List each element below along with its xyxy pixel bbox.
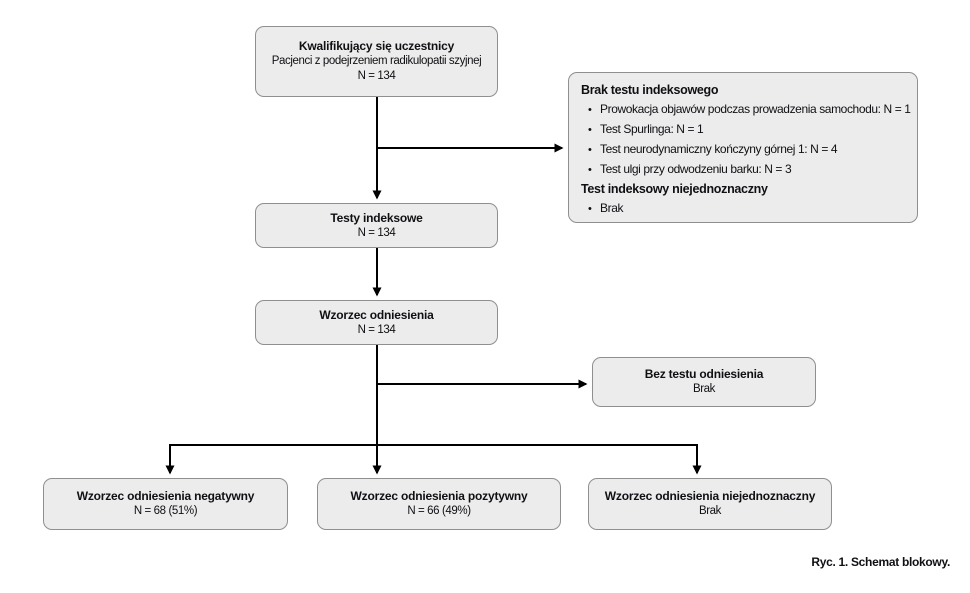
node-count: N = 134 <box>357 70 396 82</box>
node-reference-standard: Wzorzec odniesienia N = 134 <box>255 300 498 345</box>
node-count: N = 68 (51%) <box>133 505 198 517</box>
bullet-icon: • <box>588 104 592 116</box>
node-title: Wzorzec odniesienia negatywny <box>76 489 255 503</box>
node-title: Wzorzec odniesienia niejednoznaczny <box>604 489 816 503</box>
node-index-tests: Testy indeksowe N = 134 <box>255 203 498 248</box>
node-count: N = 134 <box>357 323 396 336</box>
node-title: Wzorzec odniesienia pozytywny <box>350 489 528 503</box>
exclusion-heading: Brak testu indeksowego <box>581 83 719 97</box>
node-no-reference-test: Bez testu odniesienia Brak <box>592 357 816 407</box>
exclusion-item-text: Test ulgi przy odwodzeniu barku: N = 3 <box>600 162 792 176</box>
node-reference-positive: Wzorzec odniesienia pozytywny N = 66 (49… <box>317 478 561 530</box>
node-reference-inconclusive: Wzorzec odniesienia niejednoznaczny Brak <box>588 478 832 530</box>
exclusion-item-text: Test Spurlinga: N = 1 <box>600 122 704 136</box>
bullet-icon: • <box>588 203 592 215</box>
node-eligible-participants: Kwalifikujący się uczestnicy Pacjenci z … <box>255 26 498 97</box>
node-subtitle: Pacjenci z podejrzeniem radikulopatii sz… <box>271 55 482 67</box>
node-count: N = 134 <box>357 226 396 239</box>
node-count: Brak <box>692 383 716 395</box>
exclusion-item-text: Prowokacja objawów podczas prowadzenia s… <box>600 102 911 116</box>
bullet-icon: • <box>588 144 592 156</box>
exclusion-item-text: Test neurodynamiczny kończyny górnej 1: … <box>600 142 838 156</box>
node-title: Testy indeksowe <box>330 210 423 225</box>
exclusion-item-text: Brak <box>600 201 624 215</box>
bullet-icon: • <box>588 124 592 136</box>
bullet-icon: • <box>588 164 592 176</box>
exclusion-item: • Brak <box>581 199 623 219</box>
exclusion-heading: Test indeksowy niejednoznaczny <box>581 182 768 196</box>
node-title: Kwalifikujący się uczestnicy <box>298 39 455 53</box>
exclusion-item: • Prowokacja objawów podczas prowadzenia… <box>581 100 911 120</box>
node-reference-negative: Wzorzec odniesienia negatywny N = 68 (51… <box>43 478 288 530</box>
node-title: Wzorzec odniesienia <box>319 307 434 322</box>
node-exclusions: Brak testu indeksowego • Prowokacja obja… <box>568 72 918 223</box>
exclusion-item: • Test ulgi przy odwodzeniu barku: N = 3 <box>581 160 792 180</box>
node-count: Brak <box>698 505 722 517</box>
figure-caption: Ryc. 1. Schemat blokowy. <box>811 555 950 569</box>
node-count: N = 66 (49%) <box>407 505 471 517</box>
exclusion-item: • Test neurodynamiczny kończyny górnej 1… <box>581 140 838 160</box>
node-title: Bez testu odniesienia <box>644 367 764 381</box>
exclusion-item: • Test Spurlinga: N = 1 <box>581 120 704 140</box>
